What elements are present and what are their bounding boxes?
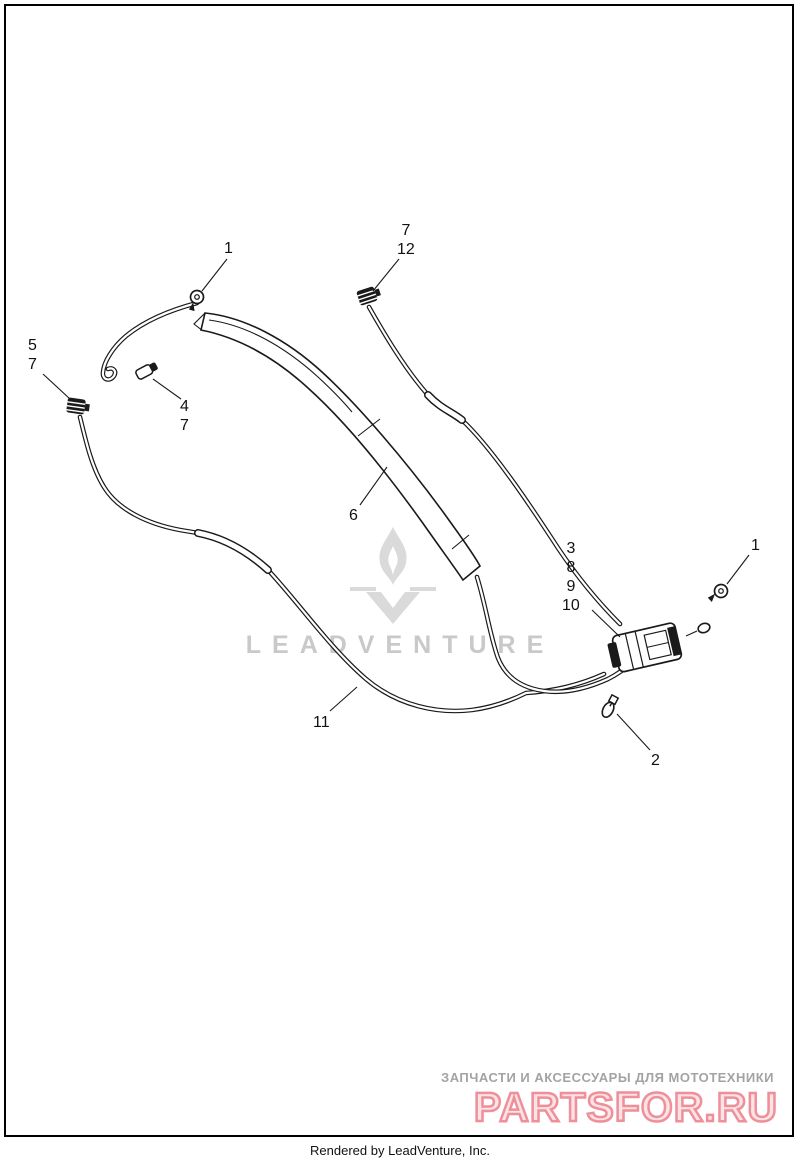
callout-7-12: 7 12 [397, 222, 415, 258]
connector-tail-loop [685, 622, 711, 637]
cable-clip-right-icon [706, 581, 730, 607]
callout-1-right: 1 [751, 537, 760, 554]
watermark-site-logo: PARTSFOR.RU [473, 1083, 779, 1132]
watermark-tagline: ЗАПЧАСТИ И АКСЕССУАРЫ ДЛЯ МОТОТЕХНИКИ [441, 1070, 774, 1085]
cable-clip-top-icon [183, 288, 208, 314]
terminal-top-icon [355, 283, 383, 307]
callout-6: 6 [349, 507, 358, 524]
render-credit: Rendered by LeadVenture, Inc. [310, 1143, 490, 1158]
callout-leader-lines [42, 258, 750, 751]
watermark-flame-logo [350, 527, 436, 624]
callout-2: 2 [651, 752, 660, 769]
callout-5-7: 5 7 [28, 337, 37, 373]
callout-3-8-9-10: 3 8 9 10 [562, 540, 580, 614]
callout-11: 11 [313, 714, 330, 731]
clamp-icon [599, 693, 621, 720]
harness-strap [193, 312, 482, 582]
connector-assembly [607, 622, 683, 673]
callout-4-7: 4 7 [180, 398, 189, 434]
bullet-terminal-icon [134, 360, 160, 381]
callout-1-top-left: 1 [224, 240, 233, 257]
terminal-left-icon [65, 396, 92, 417]
